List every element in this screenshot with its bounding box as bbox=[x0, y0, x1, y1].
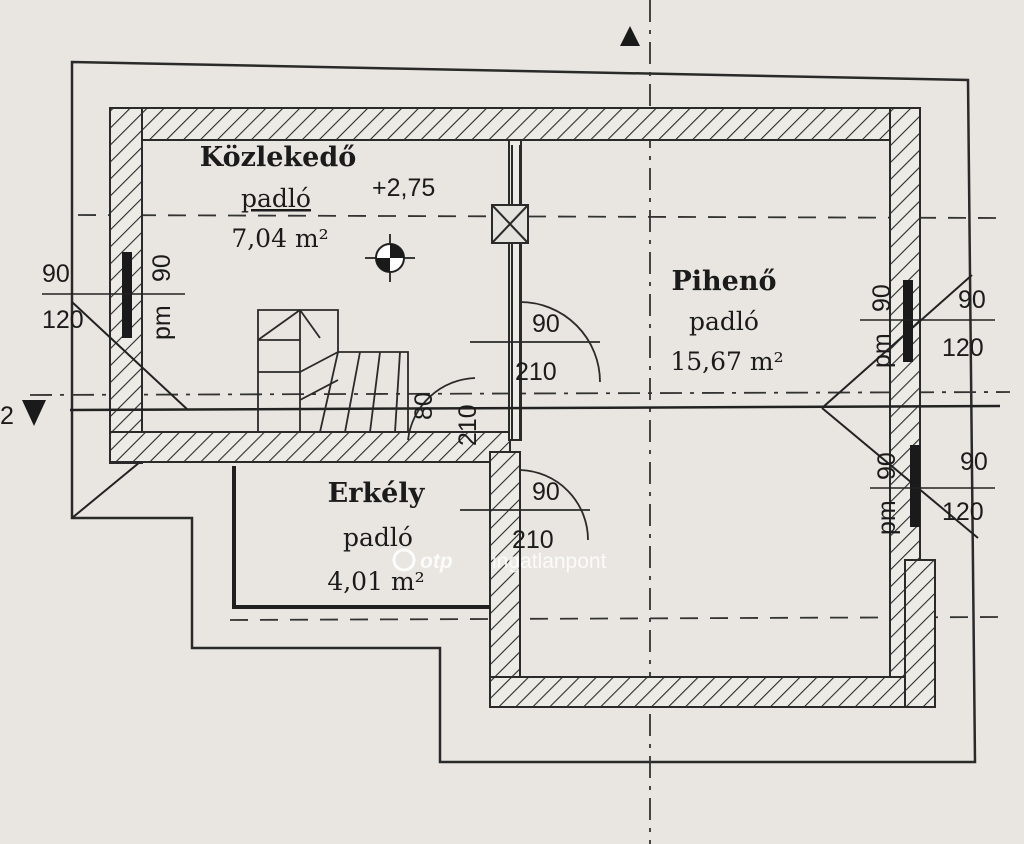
roof-diagonal-right bbox=[821, 274, 973, 409]
door-piheno-height: 210 bbox=[515, 358, 557, 386]
window-left-sill-height: 90 bbox=[148, 254, 176, 282]
section-mark-left: 2 bbox=[0, 402, 14, 430]
watermark-brand: otp bbox=[420, 550, 453, 573]
window-left-width: 90 bbox=[42, 260, 70, 288]
erkely-area: 4,01 m² bbox=[327, 567, 424, 596]
door-stair-height: 210 bbox=[454, 404, 482, 446]
window-right-upper-width: 90 bbox=[958, 286, 986, 314]
partition-wall bbox=[491, 145, 529, 440]
door-piheno-width: 90 bbox=[532, 310, 560, 338]
kozlekedo-name: Közlekedő bbox=[200, 142, 356, 173]
window-right-upper-sill: pm bbox=[868, 333, 896, 368]
erkely-floor: padló bbox=[343, 523, 413, 552]
door-stair-width: 80 bbox=[410, 392, 438, 420]
staircase bbox=[257, 309, 409, 433]
window-left bbox=[42, 252, 185, 338]
window-left-sill: pm bbox=[148, 305, 176, 340]
level-mark: +2,75 bbox=[372, 174, 435, 202]
piheno-floor: padló bbox=[689, 307, 759, 336]
roof-diagonal-bottom bbox=[71, 461, 141, 519]
window-right-lower-sill: pm bbox=[873, 500, 901, 535]
window-right-upper-sill-height: 90 bbox=[868, 284, 896, 312]
balcony-railing bbox=[232, 466, 490, 609]
roof-diagonal-left bbox=[71, 301, 189, 411]
kozlekedo-area: 7,04 m² bbox=[231, 224, 328, 253]
roof-outline bbox=[70, 60, 977, 764]
window-right-lower-height: 120 bbox=[942, 498, 984, 526]
walls bbox=[109, 107, 936, 708]
piheno-area: 15,67 m² bbox=[670, 347, 783, 376]
door-stair bbox=[407, 377, 476, 441]
piheno-name: Pihenő bbox=[671, 266, 776, 297]
window-right-lower-width: 90 bbox=[960, 448, 988, 476]
window-left-height: 120 bbox=[42, 306, 84, 334]
door-balcony-width: 90 bbox=[532, 478, 560, 506]
watermark-text: ingatlanpont bbox=[492, 550, 607, 573]
roof-diagonal-right-lower bbox=[821, 407, 979, 539]
window-right-upper-height: 120 bbox=[942, 334, 984, 362]
section-marker-left-icon bbox=[22, 400, 46, 426]
erkely-name: Erkély bbox=[328, 478, 426, 509]
door-balcony bbox=[460, 469, 590, 541]
watermark: otp ingatlanpont bbox=[392, 548, 607, 573]
window-right-lower-sill-height: 90 bbox=[873, 452, 901, 480]
kozlekedo-floor: padló bbox=[241, 184, 311, 213]
section-line bbox=[69, 404, 1001, 412]
door-balcony-height: 210 bbox=[512, 526, 554, 554]
door-piheno bbox=[470, 301, 601, 383]
section-marker-top-icon bbox=[620, 26, 640, 46]
level-marker-icon bbox=[365, 234, 415, 282]
window-right-lower bbox=[870, 445, 995, 527]
window-right-upper bbox=[860, 280, 995, 362]
